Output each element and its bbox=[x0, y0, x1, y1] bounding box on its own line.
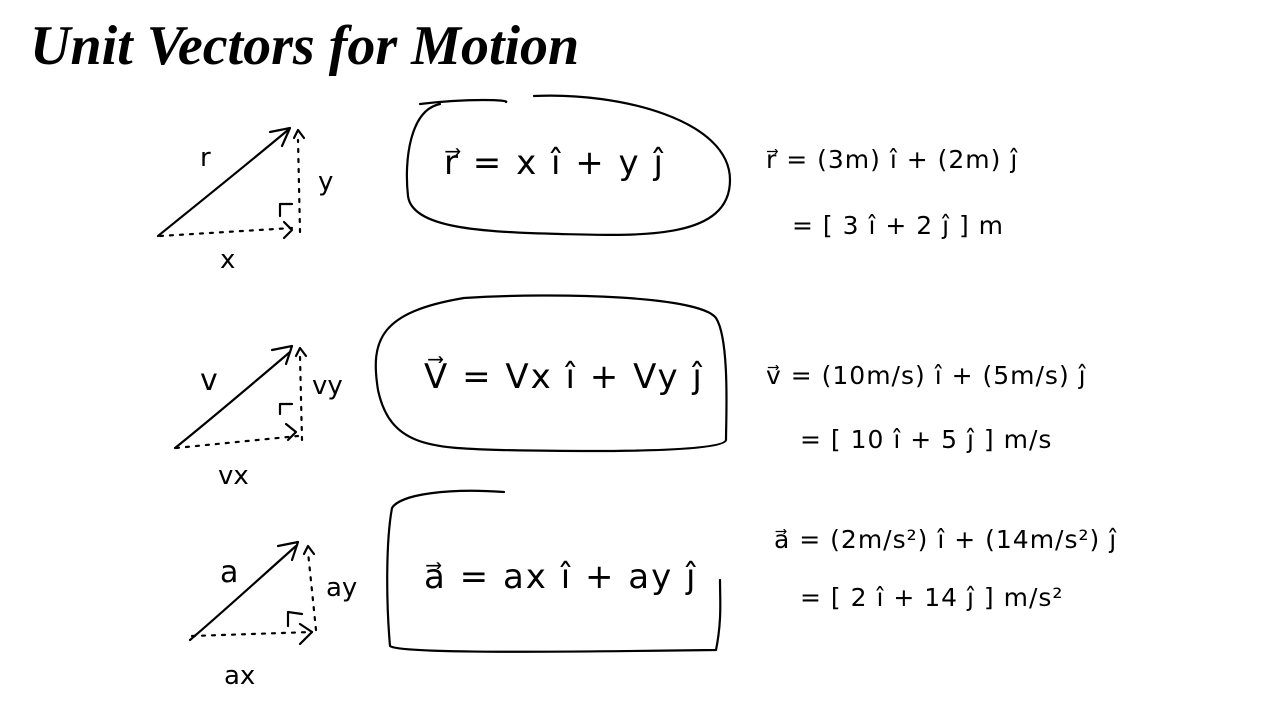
acceleration-vector-line bbox=[188, 544, 298, 642]
position-equation-box bbox=[405, 94, 732, 237]
vx-arrowhead bbox=[284, 422, 298, 442]
acceleration-bracket-line: = [ 2 î + 14 ĵ ] m/s² bbox=[800, 583, 1063, 612]
triangle-vertical-label: vy bbox=[312, 371, 343, 401]
position-triangle: r y x bbox=[156, 126, 333, 275]
vy-arrowhead bbox=[294, 346, 308, 358]
right-angle-mark bbox=[286, 610, 304, 628]
position-box-equation: r⃗ = x î + y ĵ bbox=[444, 143, 665, 183]
velocity-arrowhead bbox=[270, 344, 294, 366]
acceleration-components-line: a⃗ = (2m/s²) î + (14m/s²) ĵ bbox=[774, 525, 1117, 554]
triangle-horizontal-label: vx bbox=[218, 461, 249, 491]
ax-arrowhead bbox=[298, 622, 314, 646]
triangle-hyp-label: r bbox=[200, 143, 211, 173]
right-angle-mark bbox=[278, 402, 294, 416]
vy-component-line bbox=[298, 354, 304, 442]
triangle-horizontal-label: ax bbox=[224, 661, 255, 691]
acceleration-equation-box bbox=[386, 489, 722, 653]
position-vector-line bbox=[156, 128, 290, 238]
velocity-components-line: v⃗ = (10m/s) î + (5m/s) ĵ bbox=[766, 361, 1087, 390]
position-components-line: r⃗ = (3m) î + (2m) ĵ bbox=[766, 145, 1018, 174]
slide-title: Unit Vectors for Motion bbox=[30, 15, 580, 77]
velocity-equation-box bbox=[374, 294, 728, 453]
x-arrowhead bbox=[282, 220, 294, 240]
velocity-bracket-line: = [ 10 î + 5 ĵ ] m/s bbox=[800, 425, 1052, 454]
acceleration-triangle: a ay ax bbox=[188, 540, 357, 691]
x-component-line bbox=[158, 226, 294, 238]
triangle-vertical-label: ay bbox=[326, 573, 357, 603]
triangle-vertical-label: y bbox=[318, 167, 333, 197]
right-angle-mark bbox=[278, 202, 294, 218]
ax-component-line bbox=[190, 630, 314, 638]
vx-component-line bbox=[174, 434, 300, 450]
velocity-box-equation: V⃗ = Vx î + Vy ĵ bbox=[424, 356, 704, 397]
acceleration-box-equation: a⃗ = ax î + ay ĵ bbox=[424, 557, 697, 597]
acceleration-arrowhead bbox=[276, 540, 300, 562]
triangle-horizontal-label: x bbox=[220, 245, 235, 275]
triangle-hyp-label: v bbox=[200, 363, 218, 398]
y-arrowhead bbox=[292, 128, 306, 140]
triangle-hyp-label: a bbox=[220, 555, 238, 590]
position-bracket-line: = [ 3 î + 2 ĵ ] m bbox=[792, 211, 1004, 240]
ay-component-line bbox=[306, 550, 318, 632]
position-arrowhead bbox=[268, 126, 292, 148]
ay-arrowhead bbox=[302, 544, 316, 556]
velocity-vector-line bbox=[173, 350, 292, 450]
y-component-line bbox=[296, 138, 302, 234]
velocity-triangle: v vy vx bbox=[173, 344, 343, 491]
